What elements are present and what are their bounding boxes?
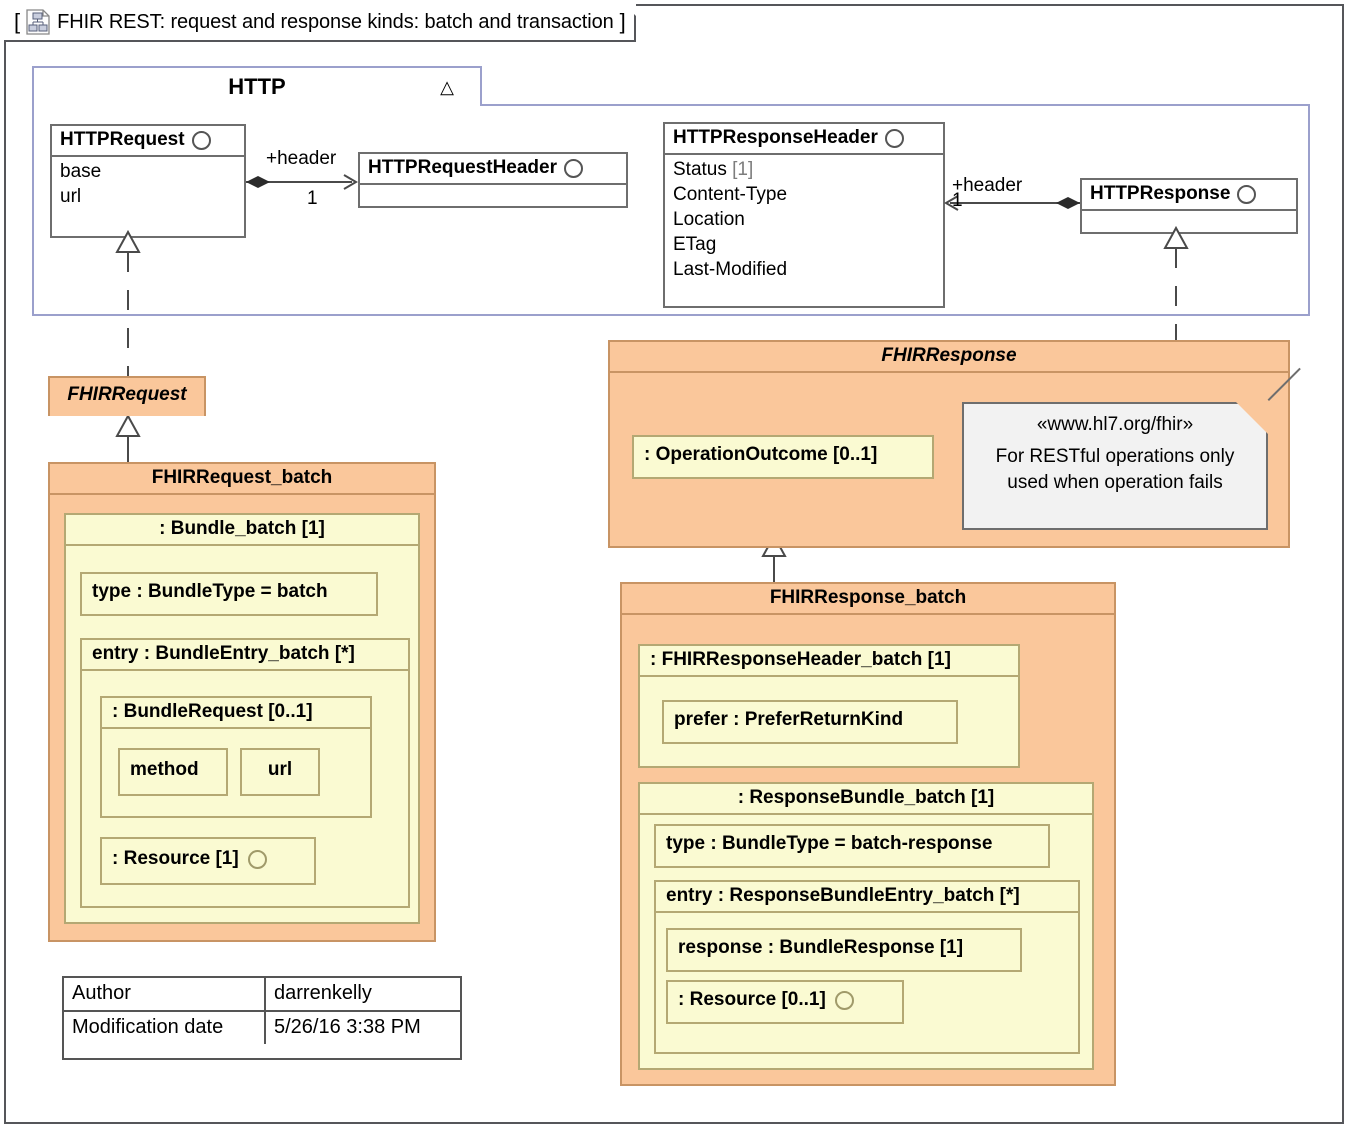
part-title: : Bundle_batch [1] bbox=[66, 515, 418, 546]
class-header: HTTPResponseHeader bbox=[665, 124, 943, 155]
part-title: : BundleRequest [0..1] bbox=[102, 698, 370, 729]
attribute-name: Status bbox=[673, 159, 727, 180]
part-title: : FHIRResponseHeader_batch [1] bbox=[640, 646, 1018, 677]
info-table: Author darrenkelly Modification date 5/2… bbox=[62, 976, 462, 1060]
property-label: response : BundleResponse [1] bbox=[678, 937, 964, 958]
property-response-bundleresponse[interactable]: response : BundleResponse [1] bbox=[666, 928, 1022, 972]
http-package-tab: HTTP △ bbox=[32, 66, 482, 106]
interface-ball-icon bbox=[564, 158, 583, 178]
close-bracket: ] bbox=[619, 9, 626, 34]
property-method[interactable]: method bbox=[118, 748, 228, 796]
table-cell-value: darrenkelly bbox=[274, 982, 372, 1004]
open-bracket: [ bbox=[14, 9, 21, 34]
part-title: : OperationOutcome [0..1] bbox=[644, 444, 878, 465]
attribute-base: base bbox=[60, 161, 102, 182]
class-name: HTTPRequest bbox=[60, 129, 185, 150]
interface-ball-icon bbox=[1237, 184, 1257, 204]
table-row: Author darrenkelly bbox=[64, 978, 460, 1010]
class-name: FHIRRequest_batch bbox=[50, 464, 434, 495]
class-http-request-header[interactable]: HTTPRequestHeader bbox=[358, 152, 628, 208]
class-attributes: Status [1] Content-Type Location ETag La… bbox=[665, 155, 943, 286]
part-title: : Resource [0..1] bbox=[668, 982, 902, 1015]
class-header: HTTPRequestHeader bbox=[360, 154, 626, 185]
class-fhir-request[interactable]: FHIRRequest bbox=[48, 376, 206, 416]
edge-label-request-header-role: +header bbox=[266, 148, 337, 169]
note-fold-corner bbox=[1236, 402, 1268, 434]
part-title: entry : ResponseBundleEntry_batch [*] bbox=[656, 882, 1078, 913]
class-name: HTTPResponseHeader bbox=[673, 127, 878, 148]
table-cell-key: Modification date bbox=[64, 1012, 266, 1044]
attribute-last-modified: Last-Modified bbox=[673, 259, 788, 280]
class-header: HTTPRequest bbox=[52, 126, 244, 157]
class-http-response[interactable]: HTTPResponse bbox=[1080, 178, 1298, 234]
property-label: type : BundleType = batch bbox=[92, 581, 328, 602]
table-cell-key: Author bbox=[64, 978, 266, 1010]
part-title: : Resource [1] bbox=[102, 839, 314, 874]
class-name: FHIRResponse_batch bbox=[622, 584, 1114, 615]
diagram-title: FHIR REST: request and response kinds: b… bbox=[57, 10, 614, 33]
edge-label-request-header-multiplicity: 1 bbox=[307, 188, 318, 209]
attribute-location: Location bbox=[673, 209, 745, 230]
attribute-content-type: Content-Type bbox=[673, 184, 788, 205]
triangle-up-icon: △ bbox=[440, 77, 454, 97]
attribute-multiplicity: [1] bbox=[732, 159, 754, 180]
class-attributes: base url bbox=[52, 157, 244, 213]
note-line-2: used when operation fails bbox=[1007, 472, 1223, 493]
property-label: type : BundleType = batch-response bbox=[666, 833, 993, 854]
property-type-bundletype-batch[interactable]: type : BundleType = batch bbox=[80, 572, 378, 616]
part-title: : ResponseBundle_batch [1] bbox=[640, 784, 1092, 815]
attribute-url: url bbox=[60, 186, 82, 207]
class-name: FHIRResponse bbox=[610, 342, 1288, 373]
property-label: method bbox=[130, 759, 199, 780]
property-label: url bbox=[267, 759, 293, 780]
class-name: FHIRRequest bbox=[67, 384, 187, 405]
interface-ball-icon bbox=[247, 849, 267, 869]
part-title: entry : BundleEntry_batch [*] bbox=[82, 640, 408, 671]
class-name: HTTPRequestHeader bbox=[368, 157, 557, 178]
http-package-name: HTTP bbox=[228, 74, 286, 99]
attribute-etag: ETag bbox=[673, 234, 717, 255]
table-row: Modification date 5/26/16 3:38 PM bbox=[64, 1010, 460, 1044]
class-name: HTTPResponse bbox=[1090, 183, 1231, 204]
diagram-frame-tab: [ FHIR REST: request and response kinds:… bbox=[4, 2, 636, 42]
table-cell-value: 5/26/16 3:38 PM bbox=[274, 1016, 421, 1038]
class-http-request[interactable]: HTTPRequest base url bbox=[50, 124, 246, 238]
note-stereotype: «www.hl7.org/fhir» bbox=[1036, 414, 1194, 435]
property-url[interactable]: url bbox=[240, 748, 320, 796]
class-http-response-header[interactable]: HTTPResponseHeader Status [1] Content-Ty… bbox=[663, 122, 945, 308]
edge-label-response-header-role: +header bbox=[952, 175, 1023, 196]
note-line-1: For RESTful operations only bbox=[995, 446, 1235, 467]
class-header: HTTPResponse bbox=[1082, 180, 1296, 211]
property-prefer-preferreturnkind[interactable]: prefer : PreferReturnKind bbox=[662, 700, 958, 744]
property-label: prefer : PreferReturnKind bbox=[674, 709, 904, 730]
interface-ball-icon bbox=[884, 128, 904, 148]
edge-label-response-header-multiplicity: 1 bbox=[952, 190, 963, 211]
attribute-status: Status [1] bbox=[673, 157, 935, 182]
class-diagram-icon bbox=[26, 9, 50, 35]
part-operation-outcome[interactable]: : OperationOutcome [0..1] bbox=[632, 435, 934, 479]
property-type-bundletype-batch-response[interactable]: type : BundleType = batch-response bbox=[654, 824, 1050, 868]
part-label: : Resource [1] bbox=[112, 848, 239, 869]
note-hl7-fhir: «www.hl7.org/fhir» For RESTful operation… bbox=[962, 367, 1301, 530]
tab-corner-cut bbox=[621, 2, 636, 16]
interface-ball-icon bbox=[191, 130, 211, 150]
part-label: : Resource [0..1] bbox=[678, 989, 826, 1010]
part-resource-request[interactable]: : Resource [1] bbox=[100, 837, 316, 885]
part-resource-response[interactable]: : Resource [0..1] bbox=[666, 980, 904, 1024]
interface-ball-icon bbox=[834, 990, 854, 1010]
